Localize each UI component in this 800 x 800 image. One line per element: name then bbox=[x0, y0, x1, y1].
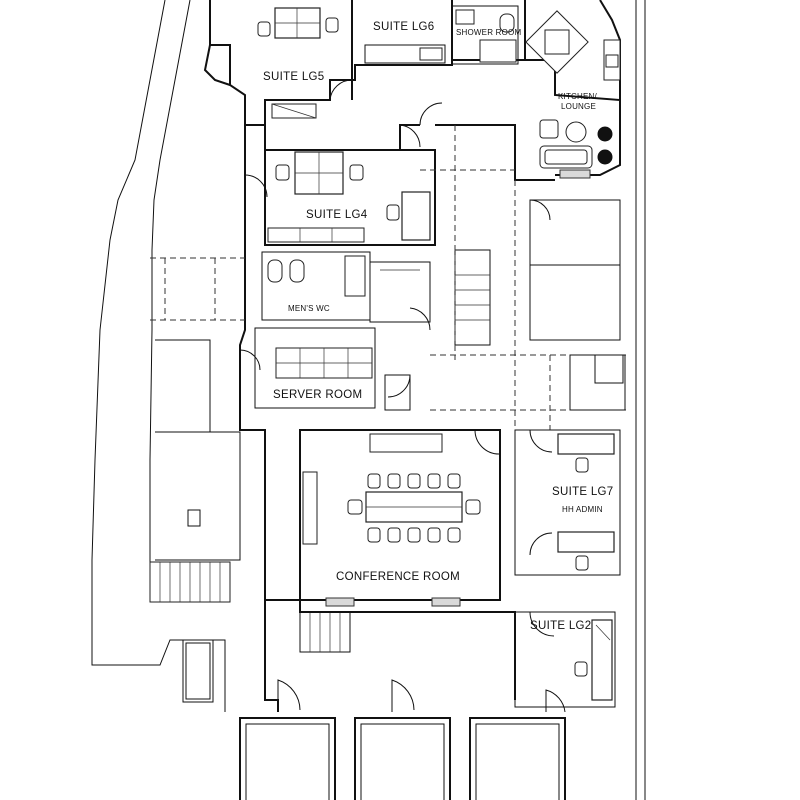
entrance-area bbox=[264, 600, 516, 712]
label-suite-lg5: SUITE LG5 bbox=[263, 71, 325, 83]
room-labels: SUITE LG6 SHOWER ROOM SUITE LG5 KITCHEN/… bbox=[263, 21, 614, 632]
suite-lg7-furniture bbox=[514, 429, 621, 576]
corridor-and-stairs bbox=[150, 125, 630, 430]
label-suite-lg6: SUITE LG6 bbox=[373, 21, 435, 33]
label-suite-lg4: SUITE LG4 bbox=[306, 209, 368, 221]
suite-lg6-furniture bbox=[364, 5, 519, 65]
label-conference-room: CONFERENCE ROOM bbox=[336, 571, 460, 583]
label-kitchen-line2: LOUNGE bbox=[561, 102, 596, 111]
suite-lg2-furniture bbox=[514, 611, 616, 708]
left-lower-blocks bbox=[149, 339, 241, 603]
mens-wc-fixtures bbox=[261, 251, 431, 323]
site-boundary bbox=[91, 0, 646, 800]
label-kitchen-line1: KITCHEN/ bbox=[558, 92, 598, 101]
label-server-room: SERVER ROOM bbox=[273, 389, 362, 401]
server-room-racks bbox=[254, 327, 411, 411]
right-middle-rooms bbox=[529, 199, 626, 411]
suite-lg4-furniture bbox=[267, 151, 431, 243]
label-suite-lg7: SUITE LG7 bbox=[552, 486, 614, 498]
label-mens-wc: MEN'S WC bbox=[288, 304, 330, 313]
label-shower-room: SHOWER ROOM bbox=[456, 28, 521, 37]
label-suite-lg2: SUITE LG2 bbox=[530, 620, 592, 632]
bay-windows bbox=[239, 679, 566, 800]
label-hh-admin: HH ADMIN bbox=[562, 505, 603, 514]
kitchen-furniture bbox=[525, 10, 621, 179]
door-swings bbox=[239, 79, 555, 637]
conference-room bbox=[299, 429, 501, 607]
suite-lg5-furniture bbox=[257, 7, 339, 119]
